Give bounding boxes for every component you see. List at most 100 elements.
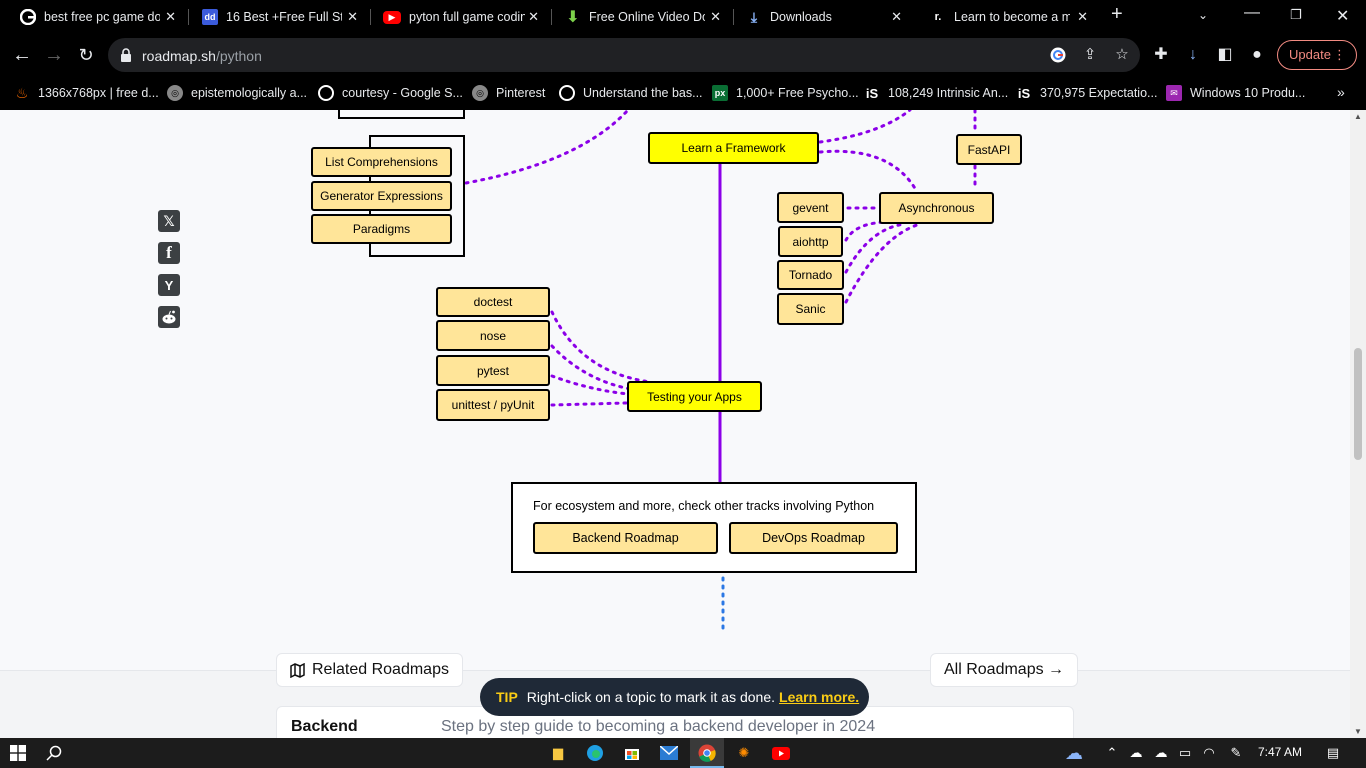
url-text: roadmap.sh/python — [142, 48, 262, 64]
side-panel-icon[interactable]: ◧ — [1217, 46, 1233, 63]
tab-1[interactable]: best free pc game do ✕ — [0, 0, 188, 34]
tab-6-active[interactable]: r. Learn to become a m ✕ — [910, 0, 1100, 34]
update-button[interactable]: Update⋮ — [1277, 40, 1357, 70]
facebook-share-icon[interactable]: f — [158, 242, 180, 264]
tip-toast: TIP Right-click on a topic to mark it as… — [480, 678, 869, 716]
bookmark-2[interactable]: ◎epistemologically a... — [167, 83, 307, 103]
cloud-sync-icon[interactable]: ☁ — [1154, 745, 1168, 760]
scroll-thumb[interactable] — [1354, 348, 1362, 460]
tab-5[interactable]: ⤓ Downloads ✕ — [726, 0, 914, 34]
scroll-down-icon[interactable]: ▼ — [1354, 727, 1362, 736]
mail-icon[interactable] — [659, 743, 679, 763]
new-tab-button[interactable]: + — [1111, 3, 1123, 25]
notifications-icon[interactable]: ▤ — [1326, 745, 1340, 760]
browser-toolbar: ← → ↻ roadmap.sh/python ⇪ ☆ ✚ ↓ ◧ ● Upda… — [0, 34, 1366, 76]
node-tornado[interactable]: Tornado — [777, 260, 844, 290]
istock-icon: iS — [1017, 85, 1031, 101]
tab-3[interactable]: ▶ pyton full game codin ✕ — [363, 0, 551, 34]
bookmark-4[interactable]: ◎Pinterest — [472, 83, 545, 103]
close-tab-icon[interactable]: ✕ — [347, 9, 358, 24]
x-share-icon[interactable]: 𝕏 — [158, 210, 180, 232]
chevron-up-icon[interactable]: ⌃ — [1106, 745, 1118, 760]
blender-icon[interactable]: ✺ — [738, 745, 750, 760]
devops-roadmap-button[interactable]: DevOps Roadmap — [729, 522, 898, 554]
roadmap-page: List Comprehensions Generator Expression… — [0, 110, 1350, 738]
store-icon[interactable] — [622, 743, 642, 763]
node-generator-expressions[interactable]: Generator Expressions — [311, 181, 452, 211]
onedrive-icon[interactable]: ☁ — [1129, 745, 1143, 760]
node-unittest[interactable]: unittest / pyUnit — [436, 389, 550, 421]
extensions-icon[interactable]: ✚ — [1154, 46, 1168, 63]
bookmark-1[interactable]: ♨1366x768px | free d... — [15, 84, 159, 101]
download-icon: ⤓ — [750, 8, 758, 25]
backend-roadmap-button[interactable]: Backend Roadmap — [533, 522, 718, 554]
chrome-icon[interactable] — [697, 743, 717, 763]
tab-2[interactable]: dd 16 Best +Free Full Sta ✕ — [182, 0, 370, 34]
ecosystem-box: For ecosystem and more, check other trac… — [511, 482, 917, 573]
minimize-button[interactable]: — — [1244, 4, 1260, 21]
back-button[interactable]: ← — [12, 44, 32, 66]
file-explorer-icon[interactable]: ▆ — [553, 745, 563, 760]
node-asynchronous[interactable]: Asynchronous — [879, 192, 994, 224]
partial-node-top — [338, 110, 465, 119]
scroll-up-icon[interactable]: ▲ — [1354, 112, 1362, 121]
forward-button[interactable]: → — [44, 44, 64, 66]
wifi-icon[interactable]: ◠ — [1203, 745, 1215, 760]
lock-icon[interactable] — [120, 48, 132, 67]
google-icon — [559, 85, 575, 101]
node-list-comprehensions[interactable]: List Comprehensions — [311, 147, 452, 177]
google-icon — [20, 9, 36, 25]
profile-icon[interactable]: ● — [1252, 46, 1262, 63]
tab-search-icon[interactable]: ⌄ — [1198, 8, 1209, 22]
topic-testing-your-apps[interactable]: Testing your Apps — [627, 381, 762, 412]
battery-icon[interactable]: ▭ — [1178, 745, 1192, 760]
close-tab-icon[interactable]: ✕ — [165, 9, 176, 24]
node-aiohttp[interactable]: aiohttp — [778, 226, 843, 257]
clock[interactable]: 7:47 AM — [1258, 745, 1303, 759]
tab-4[interactable]: ⬇ Free Online Video Do ✕ — [566, 9, 721, 26]
node-fastapi[interactable]: FastAPI — [956, 134, 1022, 165]
hackernews-share-icon[interactable]: Y — [158, 274, 180, 296]
node-pytest[interactable]: pytest — [436, 355, 550, 386]
bookmark-5[interactable]: Understand the bas... — [559, 83, 703, 103]
page-scrollbar[interactable]: ▲ ▼ — [1350, 110, 1366, 738]
bookmark-3[interactable]: courtesy - Google S... — [318, 83, 463, 103]
globe-icon: ◎ — [167, 85, 183, 101]
download-icon[interactable]: ↓ — [1189, 46, 1197, 63]
windows-start-icon[interactable] — [8, 743, 28, 763]
node-doctest[interactable]: doctest — [436, 287, 550, 317]
bookmark-9[interactable]: ✉Windows 10 Produ... — [1166, 83, 1305, 103]
node-sanic[interactable]: Sanic — [777, 293, 844, 325]
more-bookmarks-icon[interactable]: » — [1337, 84, 1345, 100]
star-icon[interactable]: ☆ — [1115, 46, 1129, 63]
all-roadmaps-link[interactable]: All Roadmaps → — [930, 653, 1079, 687]
flame-icon: ♨ — [15, 84, 29, 101]
reload-button[interactable]: ↻ — [78, 45, 94, 65]
reddit-share-icon[interactable] — [158, 306, 180, 328]
learn-more-link[interactable]: Learn more. — [779, 689, 860, 705]
google-icon — [318, 85, 334, 101]
window-close-button[interactable]: ✕ — [1336, 8, 1350, 25]
google-lens-icon[interactable] — [1049, 46, 1067, 64]
close-tab-icon[interactable]: ✕ — [1077, 9, 1088, 24]
node-nose[interactable]: nose — [436, 320, 550, 351]
share-icon[interactable]: ⇪ — [1083, 46, 1097, 63]
address-bar[interactable]: roadmap.sh/python ⇪ ☆ — [108, 38, 1140, 72]
px-icon: px — [712, 85, 728, 101]
weather-icon[interactable]: ☁ — [1065, 742, 1083, 763]
topic-learn-a-framework[interactable]: Learn a Framework — [648, 132, 819, 164]
edge-icon[interactable] — [585, 743, 605, 763]
search-icon[interactable] — [44, 743, 64, 763]
node-gevent[interactable]: gevent — [777, 192, 844, 223]
youtube-icon[interactable] — [771, 743, 791, 763]
close-tab-icon[interactable]: ✕ — [891, 9, 902, 24]
node-paradigms[interactable]: Paradigms — [311, 214, 452, 244]
close-tab-icon[interactable]: ✕ — [528, 9, 539, 24]
restore-button[interactable]: ❐ — [1290, 7, 1302, 22]
istock-icon: iS — [865, 85, 879, 101]
close-tab-icon[interactable]: ✕ — [710, 9, 721, 24]
pen-icon[interactable]: ✎ — [1230, 745, 1242, 760]
